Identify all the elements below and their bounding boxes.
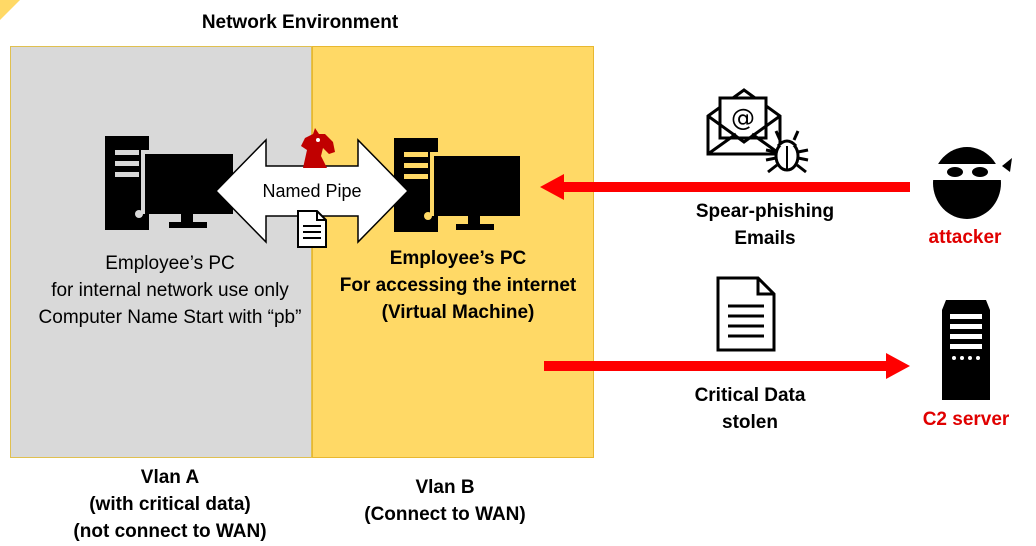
pc-internet-line2: For accessing the internet (339, 275, 577, 296)
stolen-line1: Critical Data (694, 385, 806, 406)
desktop-pc-icon (394, 138, 522, 232)
email-icon: @ (706, 88, 782, 156)
vlan-b-line2: (Connect to WAN) (364, 504, 526, 525)
pc-internal-line3: Computer Name Start with “pb” (38, 307, 302, 328)
vlan-a-line3: (not connect to WAN) (73, 521, 267, 542)
server-icon (942, 300, 990, 400)
named-pipe-label: Named Pipe (262, 181, 362, 201)
svg-text:@: @ (731, 104, 755, 132)
phishing-label: Spear-phishing Emails (670, 198, 860, 252)
pc-internal-line1: Employee’s PC (105, 253, 235, 274)
phishing-line1: Spear-phishing (695, 201, 835, 222)
pc-internal-line2: for internal network use only (51, 280, 289, 301)
document-icon (716, 276, 776, 352)
desktop-pc-icon (105, 136, 235, 230)
named-pipe-arrow (214, 138, 410, 244)
pc-internet-line1: Employee’s PC (389, 248, 527, 269)
exfiltration-arrow (544, 353, 910, 379)
stolen-label: Critical Data stolen (660, 382, 840, 436)
diagram-title: Network Environment (201, 12, 399, 33)
pc-internal-label: Employee’s PC for internal network use o… (10, 250, 330, 331)
vlan-b-label: Vlan B (Connect to WAN) (330, 474, 560, 528)
stolen-line2: stolen (722, 412, 778, 433)
document-icon (297, 210, 327, 248)
phishing-line2: Emails (734, 228, 796, 249)
phishing-arrow (540, 174, 910, 200)
pc-internet-line3: (Virtual Machine) (381, 302, 535, 323)
corner-accent (0, 0, 20, 20)
vlan-a-line2: (with critical data) (89, 494, 251, 515)
vlan-a-zone (10, 46, 312, 458)
pc-internet-label: Employee’s PC For accessing the internet… (318, 245, 598, 326)
vlan-b-line1: Vlan B (415, 477, 475, 498)
vlan-a-label: Vlan A (with critical data) (not connect… (40, 464, 300, 545)
vlan-b-zone (312, 46, 594, 458)
attacker-label: attacker (928, 227, 1002, 248)
c2-label: C2 server (922, 409, 1010, 430)
trojan-horse-icon (301, 128, 335, 168)
attacker-icon (928, 147, 1012, 219)
vlan-a-line1: Vlan A (140, 467, 200, 488)
bug-icon (765, 130, 809, 174)
